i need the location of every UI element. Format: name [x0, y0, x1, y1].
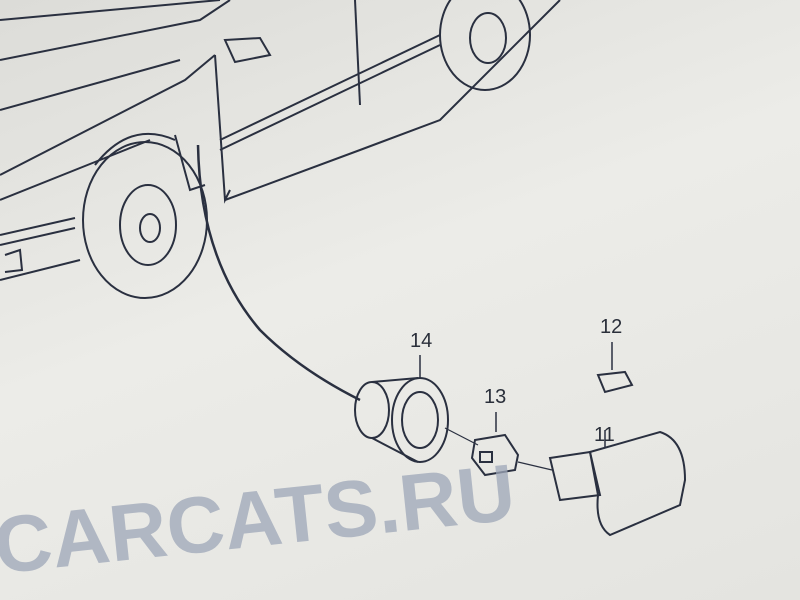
- assembly-axis-line: [444, 427, 553, 471]
- front-wheel: [82, 141, 208, 299]
- bulb-socket-13: [470, 412, 520, 477]
- side-marker-lens-11: [548, 430, 687, 537]
- callout-12: 12: [600, 316, 623, 338]
- lamp-housing-14: [354, 355, 449, 463]
- rear-wheel: [439, 0, 531, 91]
- callout-11: 11: [594, 424, 615, 446]
- callout-13: 13: [484, 386, 507, 408]
- bulb-12: [596, 342, 634, 394]
- wire-harness: [196, 144, 361, 402]
- callout-14: 14: [410, 330, 433, 352]
